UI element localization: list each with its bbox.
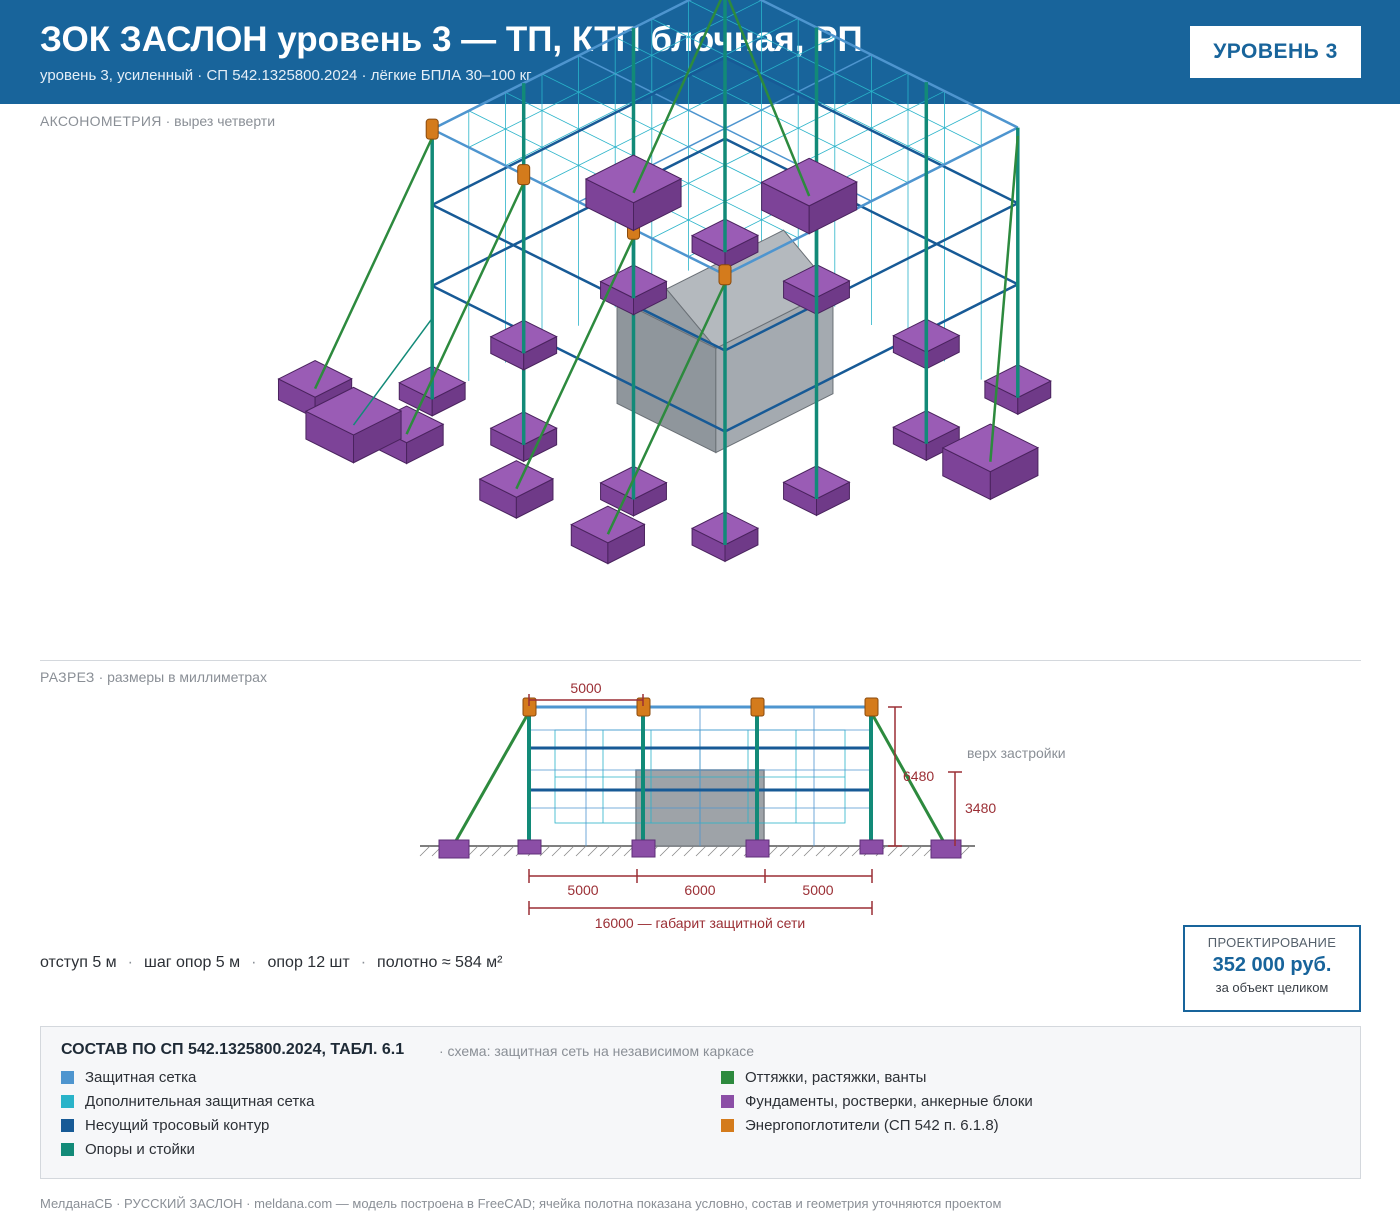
axonometry-drawing	[277, 0, 1052, 565]
param-posts: опор 12 шт	[267, 954, 350, 971]
guy-wire	[727, 0, 811, 197]
section-label: РАЗРЕЗ · размеры в миллиметрах	[40, 669, 267, 685]
dim-height-building: 3480	[965, 800, 996, 816]
cable-ring	[724, 202, 1019, 352]
legend-item-extra-mesh: Дополнительная защитная сетка	[61, 1093, 314, 1110]
guy-wire	[632, 0, 722, 194]
cable-ring	[724, 137, 1019, 286]
top-mesh-edge	[431, 128, 726, 276]
anchor-block	[584, 154, 683, 232]
dim-height-total: 6480	[903, 768, 934, 784]
top-mesh-edge	[724, 126, 1019, 276]
param-area: полотно ≈ 584 м²	[377, 954, 503, 971]
legend-item-guys: Оттяжки, растяжки, ванты	[721, 1069, 926, 1086]
price-note: за объект целиком	[1215, 980, 1329, 995]
guy-wire	[405, 182, 525, 435]
top-mesh-edge	[758, 0, 1019, 129]
section-divider	[40, 660, 1361, 661]
legend-item-posts: Опоры и стойки	[61, 1141, 195, 1158]
price-label: ПРОЕКТИРОВАНИЕ	[1207, 935, 1337, 950]
legend-title: СОСТАВ ПО СП 542.1325800.2024, ТАБЛ. 6.1	[61, 1041, 405, 1058]
swatch-icon	[61, 1095, 74, 1108]
guy-wire	[352, 317, 433, 426]
legend-panel: СОСТАВ ПО СП 542.1325800.2024, ТАБЛ. 6.1…	[40, 1026, 1361, 1179]
anchor-block	[304, 386, 403, 464]
anchor-block	[760, 157, 858, 235]
price-value: 352 000 руб.	[1212, 954, 1332, 976]
cable-ring	[724, 283, 1019, 433]
legend-item-cable: Несущий тросовый контур	[61, 1117, 269, 1134]
roof-mesh-line	[615, 36, 909, 184]
absorber-icon	[425, 118, 439, 140]
price-box: ПРОЕКТИРОВАНИЕ 352 000 руб. за объект це…	[1183, 925, 1361, 1012]
building-top-label: верх застройки	[967, 745, 1066, 761]
level-badge: УРОВЕНЬ 3	[1190, 26, 1361, 78]
footer-note: МелданаСБ · РУССКИЙ ЗАСЛОН · meldana.com…	[40, 1196, 1002, 1211]
swatch-icon	[61, 1119, 74, 1132]
dim-span-2: 6000	[684, 882, 715, 898]
roof-mesh-line	[505, 18, 799, 166]
legend-item-mesh: Защитная сетка	[61, 1069, 196, 1086]
cable-ring	[431, 56, 726, 206]
guy-wire	[313, 136, 434, 390]
top-mesh-edge	[431, 0, 692, 131]
cable-ring	[724, 56, 1019, 205]
roof-mesh-line	[541, 36, 835, 185]
param-offset: отступ 5 м	[40, 954, 117, 971]
swatch-icon	[61, 1071, 74, 1084]
swatch-icon	[721, 1071, 734, 1084]
dim-span-1: 5000	[567, 882, 598, 898]
guy-wire	[989, 135, 1020, 462]
absorber-icon	[517, 164, 531, 186]
anchor-block	[941, 423, 1040, 501]
section-drawing: 5000 6480 3480 5000 6000 5000 16000 — га…	[419, 680, 1066, 931]
axonometry-label: АКСОНОМЕТРИЯ · вырез четверти	[40, 113, 276, 129]
cable-ring	[431, 284, 726, 433]
roof-mesh-line	[688, 0, 982, 147]
params-row: отступ 5 м·шаг опор 5 м·опор 12 шт·полот…	[40, 954, 503, 971]
legend-subtitle: · схема: защитная сеть на независимом ка…	[439, 1043, 755, 1059]
dim-overall: 16000 — габарит защитной сети	[595, 915, 805, 931]
cable-ring	[431, 137, 726, 288]
absorber-icon	[718, 264, 732, 286]
legend-item-foundations: Фундаменты, ростверки, анкерные блоки	[721, 1093, 1033, 1110]
legend-item-absorbers: Энергопоглотители (СП 542 п. 6.1.8)	[721, 1117, 999, 1134]
anchor-block	[570, 505, 646, 565]
anchor-block	[478, 460, 555, 519]
swatch-icon	[61, 1143, 74, 1156]
swatch-icon	[721, 1119, 734, 1132]
swatch-icon	[721, 1095, 734, 1108]
guy-wire	[515, 237, 635, 490]
param-step: шаг опор 5 м	[143, 954, 241, 971]
guy-wire	[606, 282, 727, 535]
dim-top-span: 5000	[570, 680, 601, 696]
page-subtitle: уровень 3, усиленный · СП 542.1325800.20…	[40, 67, 532, 84]
dim-span-3: 5000	[802, 882, 833, 898]
roof-mesh-line	[468, 0, 762, 148]
cable-ring	[431, 203, 726, 352]
